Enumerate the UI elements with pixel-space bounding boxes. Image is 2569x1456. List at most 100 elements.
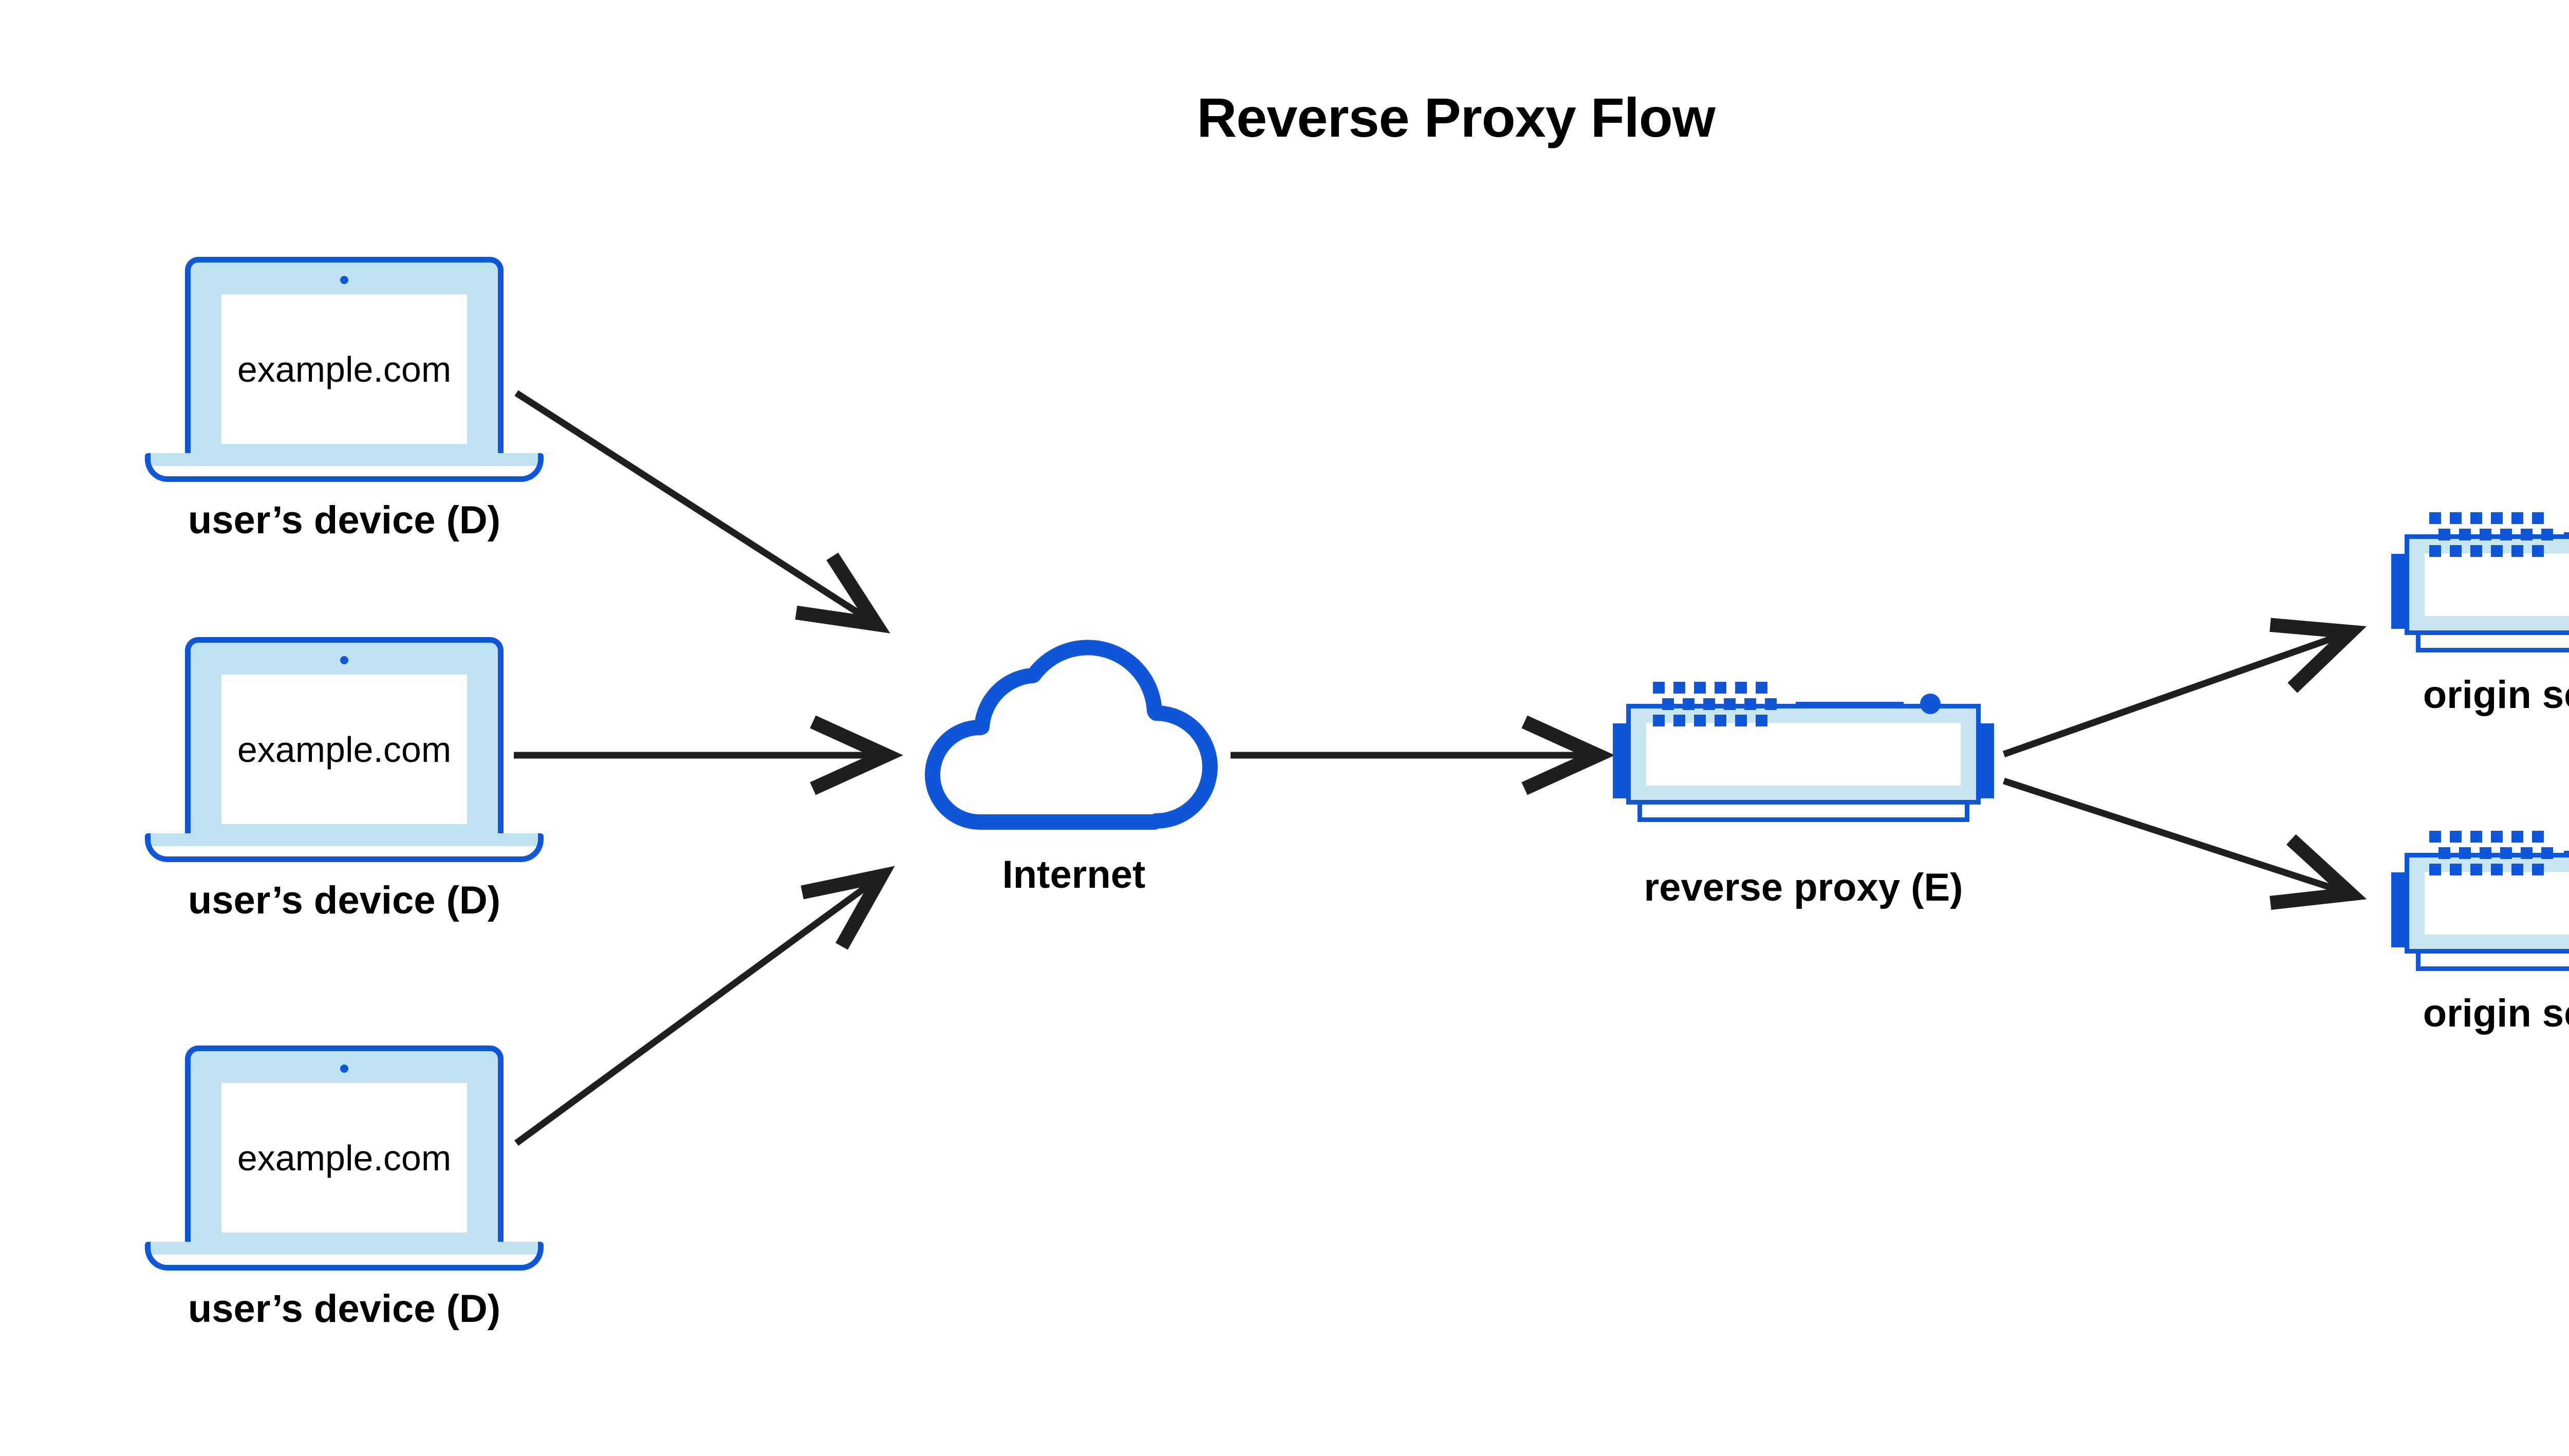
laptop-screen: example.com [221,675,467,824]
webcam-dot-icon [340,1065,348,1073]
server-port-dot [2429,831,2441,843]
server-port-dot [1683,698,1695,710]
server-port-dot [2491,864,2503,875]
server-port-dot [2511,512,2523,524]
laptop-lid: example.com [185,637,504,833]
server-port-dot [1694,682,1706,694]
server-port-dot [2470,864,2482,875]
server-port-dot [2491,545,2503,557]
server-port-dot [2532,512,2544,524]
server-port-dot [2491,512,2503,524]
cloud-icon [925,640,1218,830]
edge-proxy-to-origin1 [2002,618,2367,758]
label-origin-2: origin server (F) [2423,992,2569,1035]
server-port-dot [2541,847,2553,859]
webcam-dot-icon [340,656,348,664]
server-tab-left [1613,723,1628,798]
label-client-2: user’s device (D) [188,879,501,922]
screen-url-text: example.com [237,349,452,389]
server-port-grid-icon [2429,831,2553,875]
server-port-dot [1653,715,1665,726]
server-foot [2416,954,2569,971]
server-tab-right [1979,723,1994,798]
server-port-dot [1735,715,1747,726]
server-port-dot [2491,831,2503,843]
laptop-base-lower [151,466,538,476]
laptop-base [145,1242,544,1271]
server-port-dot [1703,698,1715,710]
label-client-3: user’s device (D) [188,1287,501,1331]
server-port-dot [2470,831,2482,843]
server-port-dot [2470,512,2482,524]
server-port-dot [2480,847,2491,859]
server-port-dot [1724,698,1736,710]
server-port-dot [2511,864,2523,875]
server-port-dot [1715,682,1726,694]
laptop-base [145,453,544,482]
server-port-dot [2480,529,2491,540]
server-led-icon [1920,694,1941,714]
laptop-lid: example.com [185,257,504,453]
screen-url-text: example.com [237,1137,452,1178]
laptop-screen: example.com [221,294,467,444]
server-port-dot [1653,682,1665,694]
label-internet: Internet [1002,853,1146,897]
server-port-dot [2438,529,2450,540]
server-port-dot [2429,864,2441,875]
server-port-dot [1744,698,1756,710]
server-port-dot [1756,715,1767,726]
server-front-panel [2425,553,2569,616]
server-port-dot [2500,847,2512,859]
server-port-grid-icon [2429,512,2553,557]
laptop-lid: example.com [185,1046,504,1242]
edge-client3-to-internet [514,866,895,1146]
server-front-panel [2425,872,2569,935]
server-port-dot [2438,847,2450,859]
server-port-dot [2532,831,2544,843]
server-tab-left [2391,554,2407,629]
server-status-line-icon [2564,851,2569,855]
edge-proxy-to-origin2 [2002,777,2367,910]
laptop-base [145,833,544,862]
server-foot [1637,805,1969,822]
server-port-dot [2521,529,2533,540]
server-port-dot [2500,529,2512,540]
server-port-dot [2429,545,2441,557]
server-foot [2416,635,2569,652]
server-port-grid-icon [1653,682,1777,726]
server-shell [1626,704,1981,805]
server-port-dot [1756,682,1767,694]
server-port-dot [2459,847,2471,859]
server-port-dot [1735,682,1747,694]
server-front-panel [1646,723,1961,786]
label-origin-1: origin server (F) [2423,673,2569,717]
server-port-dot [2429,512,2441,524]
server-tab-left [2391,872,2407,947]
server-port-dot [2450,545,2462,557]
server-port-dot [1673,682,1685,694]
server-port-dot [1715,715,1726,726]
laptop-base-lower [151,1255,538,1265]
label-reverse-proxy: reverse proxy (E) [1644,866,1963,909]
server-port-dot [2450,512,2462,524]
label-client-1: user’s device (D) [188,498,501,542]
server-port-dot [2450,864,2462,875]
server-port-dot [1673,715,1685,726]
screen-url-text: example.com [237,729,452,770]
server-port-dot [2521,847,2533,859]
server-port-dot [1765,698,1777,710]
laptop-base-lower [151,846,538,856]
laptop-screen: example.com [221,1083,467,1233]
server-port-dot [1694,715,1706,726]
server-port-dot [2459,529,2471,540]
server-port-dot [2532,864,2544,875]
server-port-dot [2450,831,2462,843]
server-status-line-icon [2564,532,2569,536]
server-port-dot [2511,831,2523,843]
server-port-dot [2511,545,2523,557]
server-port-dot [2470,545,2482,557]
server-port-dot [2532,545,2544,557]
edge-client1-to-internet [514,390,890,633]
